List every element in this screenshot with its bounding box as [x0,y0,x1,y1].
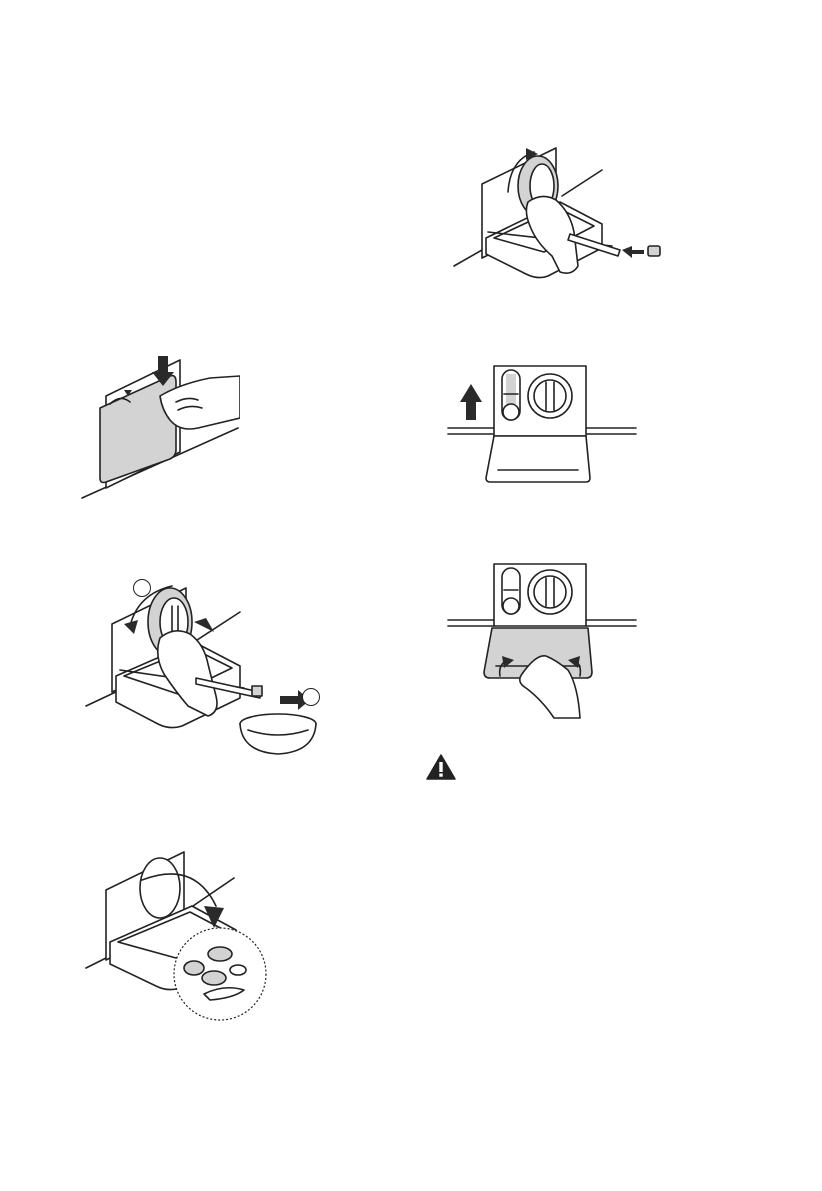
step-badge-b [302,688,320,706]
warning-triangle-icon [426,754,456,780]
filter-unscrew-drain-illustration [84,578,330,766]
hose-lift-illustration [446,360,638,486]
filter-remove-objects-illustration [84,850,270,1022]
filter-cover-open-illustration [80,356,240,502]
cover-close-illustration [446,560,638,720]
step-badge-a [133,579,151,597]
filter-reinsert-illustration [452,146,668,286]
